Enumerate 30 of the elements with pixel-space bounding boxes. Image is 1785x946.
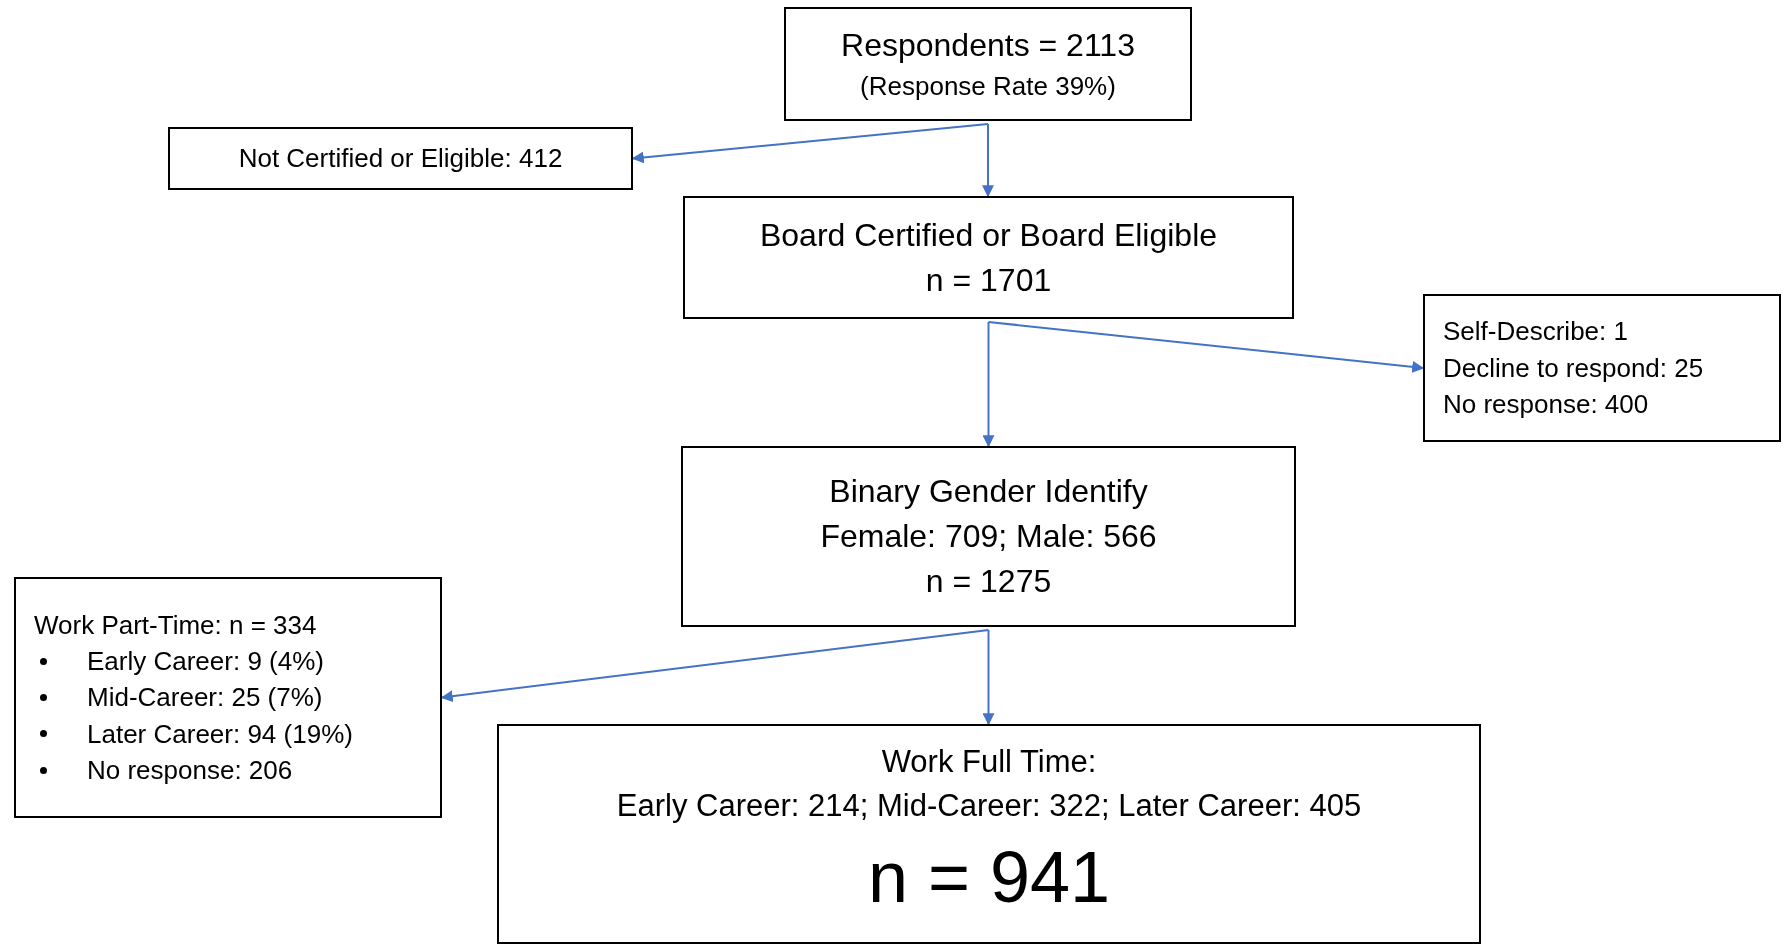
box-text: Female: 709; Male: 566: [820, 517, 1157, 557]
box-text: n = 1701: [925, 260, 1052, 300]
arrow: [982, 629, 995, 726]
process-box: [14, 577, 442, 818]
list-item: Early Career: 9 (4%): [87, 644, 324, 678]
arrow: [982, 321, 995, 448]
process-box: [168, 127, 633, 190]
list-item: No response: 206: [87, 754, 293, 788]
box-text: Early Career: 214; Mid-Career: 322; Later Career: 405: [616, 786, 1362, 825]
box-text: Self-Describe: 1: [1443, 315, 1628, 349]
process-box: [784, 7, 1192, 121]
process-box: [1423, 294, 1781, 442]
box-text: n = 1275: [925, 561, 1052, 601]
arrow: [982, 123, 994, 198]
process-box: [497, 724, 1481, 944]
box-text: Decline to respond: 25: [1443, 351, 1704, 385]
list-item: Later Career: 94 (19%): [87, 717, 353, 751]
process-box: [683, 196, 1294, 319]
box-text: Board Certified or Board Eligible: [759, 215, 1218, 255]
box-text: (Response Rate 39%): [860, 70, 1116, 104]
box-text: Respondents = 2113: [841, 26, 1135, 66]
box-text: No response: 400: [1443, 388, 1649, 422]
box-text: Not Certified or Eligible: 412: [238, 142, 563, 176]
box-text: Binary Gender Identify: [829, 472, 1148, 512]
box-text: n = 941: [867, 836, 1111, 919]
process-box: [681, 446, 1296, 627]
arrow: [987, 321, 1425, 373]
box-text: Work Full Time:: [881, 743, 1097, 782]
box-text: Work Part-Time: n = 334: [34, 608, 317, 642]
list-item: Mid-Career: 25 (7%): [87, 681, 323, 715]
